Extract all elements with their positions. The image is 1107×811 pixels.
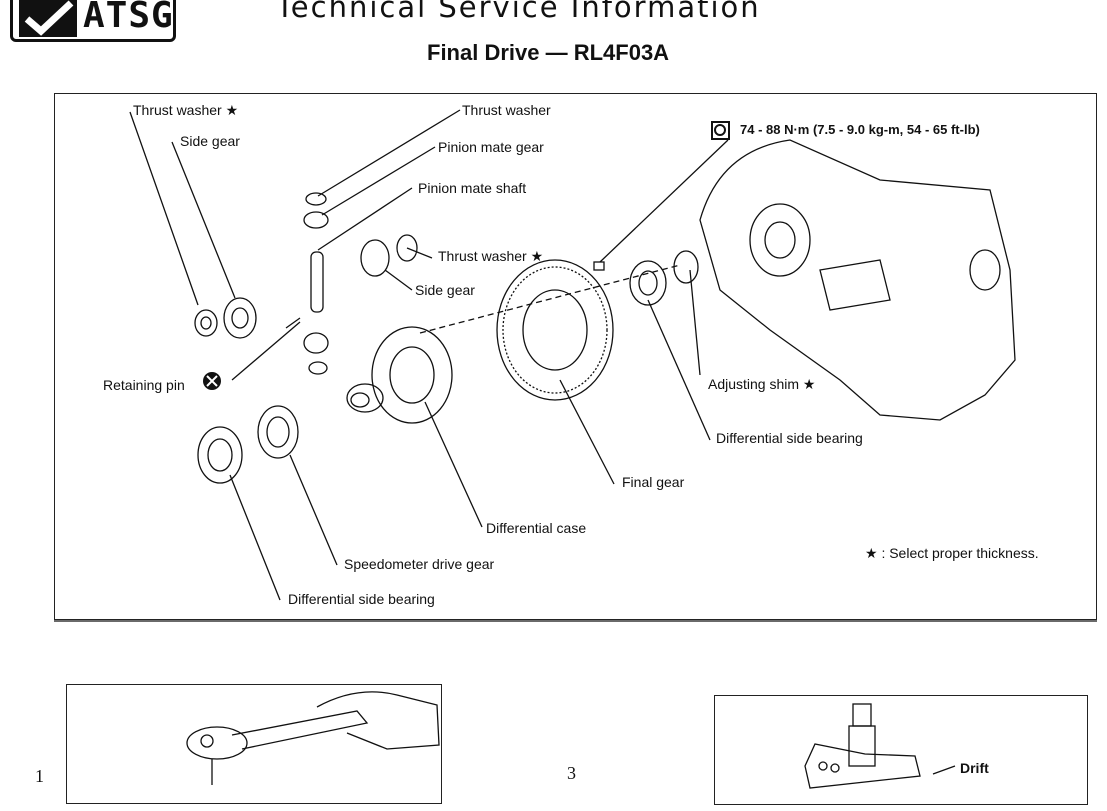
final-drive-exploded-view: [54, 109, 1097, 622]
ratchet-wrench-illustration: [186, 691, 440, 785]
logo-text: ATSG: [83, 0, 174, 36]
page-title: Technical Service Information: [276, 0, 761, 24]
check-mark-icon: [19, 0, 77, 37]
puller-drift-illustration: [804, 703, 956, 789]
label-speedometer-drive-gear: Speedometer drive gear: [344, 556, 495, 572]
label-side-gear-mid: Side gear: [415, 282, 475, 298]
atsg-logo: ATSG: [10, 0, 176, 42]
label-thrust-washer-left: Thrust washer ★: [133, 102, 239, 118]
page-number-center: 3: [567, 763, 576, 783]
label-pinion-mate-gear: Pinion mate gear: [438, 139, 544, 155]
label-differential-side-bearing-left: Differential side bearing: [288, 591, 435, 607]
label-final-gear: Final gear: [622, 474, 685, 490]
page-number-left: 1: [35, 766, 44, 786]
label-differential-side-bearing-right: Differential side bearing: [716, 430, 863, 446]
procedure-figure-1: [66, 684, 442, 804]
label-drift: Drift: [960, 760, 989, 776]
page-subtitle: Final Drive — RL4F03A: [427, 40, 670, 65]
label-differential-case: Differential case: [486, 520, 587, 536]
label-adjusting-shim: Adjusting shim ★: [708, 376, 816, 392]
procedure-figure-2: [714, 695, 1088, 805]
label-thrust-washer-top: Thrust washer: [462, 102, 551, 118]
exploded-diagram-frame: [54, 93, 1097, 620]
label-torque-spec: 74 - 88 N·m (7.5 - 9.0 kg-m, 54 - 65 ft-…: [740, 122, 980, 137]
label-side-gear-left: Side gear: [180, 133, 240, 149]
label-thrust-washer-mid: Thrust washer ★: [438, 248, 544, 264]
label-retaining-pin: Retaining pin: [103, 377, 185, 393]
note-select-thickness: ★ : Select proper thickness.: [865, 545, 1039, 561]
label-pinion-mate-shaft: Pinion mate shaft: [418, 180, 527, 196]
